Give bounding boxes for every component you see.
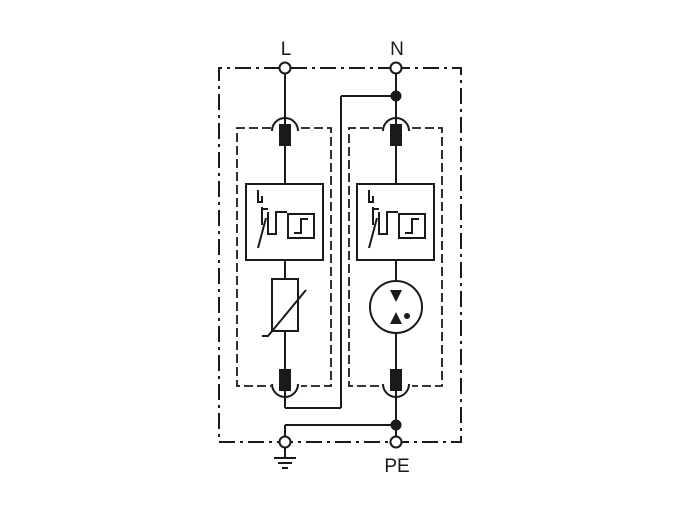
contact-l-top bbox=[271, 117, 299, 146]
contact-l-bottom bbox=[271, 369, 299, 398]
terminal-pe bbox=[389, 435, 403, 449]
junction-node-top bbox=[390, 90, 402, 102]
module-right bbox=[348, 127, 443, 387]
terminal-label-pe: PE bbox=[384, 456, 409, 477]
thermal-disconnector-right bbox=[356, 183, 435, 261]
module-left bbox=[236, 127, 332, 387]
contact-n-bottom bbox=[382, 369, 410, 398]
varistor-symbol bbox=[262, 278, 307, 337]
terminal-label-line: L bbox=[281, 39, 292, 60]
contact-n-top bbox=[382, 117, 410, 146]
terminal-n bbox=[389, 61, 403, 75]
thermal-disconnector-left bbox=[245, 183, 324, 261]
earth-ground-icon bbox=[274, 457, 296, 469]
housing-outline bbox=[218, 67, 462, 443]
terminal-label-neutral: N bbox=[390, 39, 404, 60]
wiring bbox=[284, 74, 397, 458]
junction-node-bottom bbox=[390, 419, 402, 431]
terminal-l bbox=[278, 61, 292, 75]
spark-gap-symbol bbox=[369, 280, 423, 334]
terminal-earth bbox=[278, 435, 292, 449]
